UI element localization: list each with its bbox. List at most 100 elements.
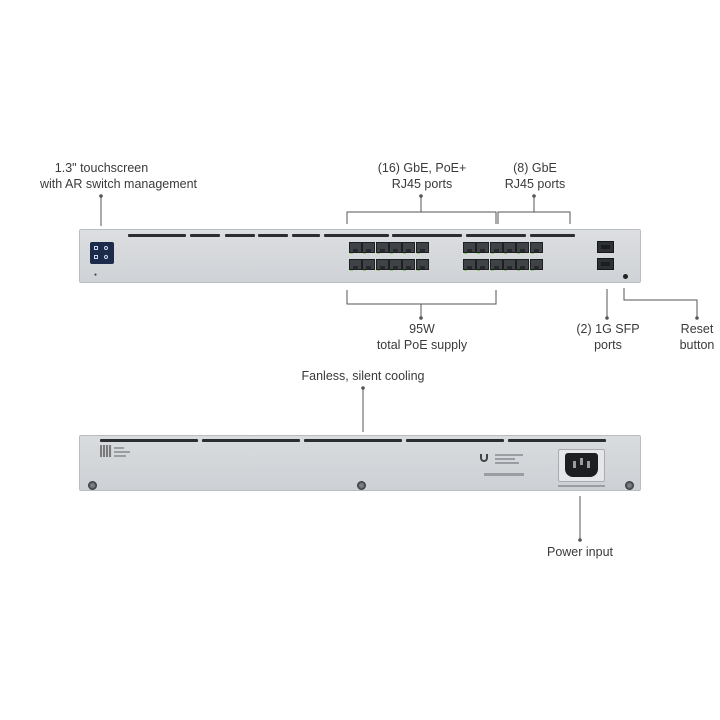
rear-vent — [100, 439, 198, 442]
port-led — [416, 253, 420, 254]
rear-label-text — [114, 451, 130, 453]
front-vent — [324, 234, 389, 237]
touchscreen-display[interactable] — [90, 242, 114, 264]
switch-rear-panel — [79, 435, 641, 491]
poe-bracket-bottom — [346, 290, 497, 305]
compliance-text — [495, 454, 523, 456]
compliance-text — [495, 462, 519, 464]
port-led — [530, 270, 534, 271]
port-led — [504, 270, 507, 271]
rj45-port[interactable] — [389, 242, 402, 253]
rear-screw — [88, 481, 97, 490]
qr-code-label — [100, 445, 112, 457]
port-led — [517, 253, 521, 254]
rear-screw — [625, 481, 634, 490]
rear-vent — [508, 439, 606, 442]
brand-mark: ● — [94, 272, 98, 278]
certification-marks — [484, 473, 524, 476]
port-led — [350, 253, 353, 254]
rj45-port[interactable] — [516, 259, 530, 270]
front-vent — [190, 234, 220, 237]
cooling-dot — [361, 386, 365, 390]
rj45-port[interactable] — [362, 242, 376, 253]
touchscreen-dot — [99, 194, 103, 198]
port-led — [477, 253, 481, 254]
port-led — [464, 270, 467, 271]
screen-glyph-icon — [94, 255, 98, 259]
reset-callout: Reset button — [679, 322, 715, 352]
rear-vent — [304, 439, 402, 442]
port-led — [350, 270, 353, 271]
screen-glyph-icon — [104, 246, 108, 250]
rj45-port[interactable] — [402, 242, 416, 253]
rj45-port[interactable] — [529, 259, 543, 270]
power-pin — [580, 458, 583, 465]
rj45-port[interactable] — [362, 259, 376, 270]
front-vent — [466, 234, 526, 237]
port-led — [464, 253, 467, 254]
power-socket — [565, 453, 598, 477]
rj45-port[interactable] — [402, 259, 416, 270]
port-led — [490, 253, 494, 254]
rj45-port[interactable] — [516, 242, 530, 253]
rj45-port[interactable] — [476, 259, 490, 270]
sfp-ports-callout: (2) 1G SFP ports — [576, 322, 640, 352]
rear-label-text — [114, 447, 124, 449]
poe-top-dot — [419, 194, 423, 198]
rj45-port[interactable] — [463, 242, 476, 253]
rj45-port[interactable] — [503, 259, 516, 270]
port-led — [530, 253, 534, 254]
sfp-port-2[interactable] — [597, 258, 614, 270]
power-callout: Power input — [546, 545, 613, 559]
touchscreen-callout: 1.3" touchscreen with AR switch manageme… — [40, 161, 198, 191]
reset-leader — [623, 288, 698, 318]
port-led — [403, 270, 407, 271]
front-vent — [292, 234, 320, 237]
port-led — [376, 270, 380, 271]
rj45-port[interactable] — [503, 242, 516, 253]
port-led — [490, 270, 494, 271]
rj45-port[interactable] — [529, 242, 543, 253]
rj45-port[interactable] — [489, 259, 503, 270]
port-led — [363, 270, 367, 271]
power-pin — [587, 461, 590, 468]
sfp-port-1[interactable] — [597, 241, 614, 253]
power-dot — [578, 538, 582, 542]
rj45-port[interactable] — [415, 259, 429, 270]
port-led — [477, 270, 481, 271]
screen-glyph-icon — [94, 246, 98, 250]
front-vent — [258, 234, 288, 237]
rj45-port[interactable] — [375, 259, 389, 270]
rj45-port[interactable] — [415, 242, 429, 253]
switch-front-panel: ● — [79, 229, 641, 283]
poe-bracket-top — [346, 211, 497, 224]
port-led — [363, 253, 367, 254]
reset-button[interactable] — [623, 274, 628, 279]
port-led — [390, 253, 393, 254]
rj45-port[interactable] — [463, 259, 476, 270]
port-led — [376, 253, 380, 254]
rj45-port[interactable] — [389, 259, 402, 270]
power-inlet[interactable] — [558, 449, 605, 482]
rear-screw — [357, 481, 366, 490]
front-vent — [225, 234, 255, 237]
compliance-text — [495, 458, 515, 460]
poe-supply-callout: 95W total PoE supply — [376, 322, 468, 352]
front-vent — [128, 234, 186, 237]
rear-vent — [406, 439, 504, 442]
cooling-callout: Fanless, silent cooling — [301, 369, 425, 383]
reset-dot — [695, 316, 699, 320]
rj45-port[interactable] — [349, 242, 362, 253]
port-led — [390, 270, 393, 271]
gbe-ports-callout: (8) GbE RJ45 ports — [504, 161, 566, 191]
rear-label-text — [114, 455, 126, 457]
ubiquiti-logo-icon — [480, 454, 488, 462]
poe-ports-callout: (16) GbE, PoE+ RJ45 ports — [377, 161, 467, 191]
rj45-port[interactable] — [375, 242, 389, 253]
gbe-top-dot — [532, 194, 536, 198]
rj45-port[interactable] — [476, 242, 490, 253]
sfp-dot — [605, 316, 609, 320]
rj45-port[interactable] — [489, 242, 503, 253]
rj45-port[interactable] — [349, 259, 362, 270]
